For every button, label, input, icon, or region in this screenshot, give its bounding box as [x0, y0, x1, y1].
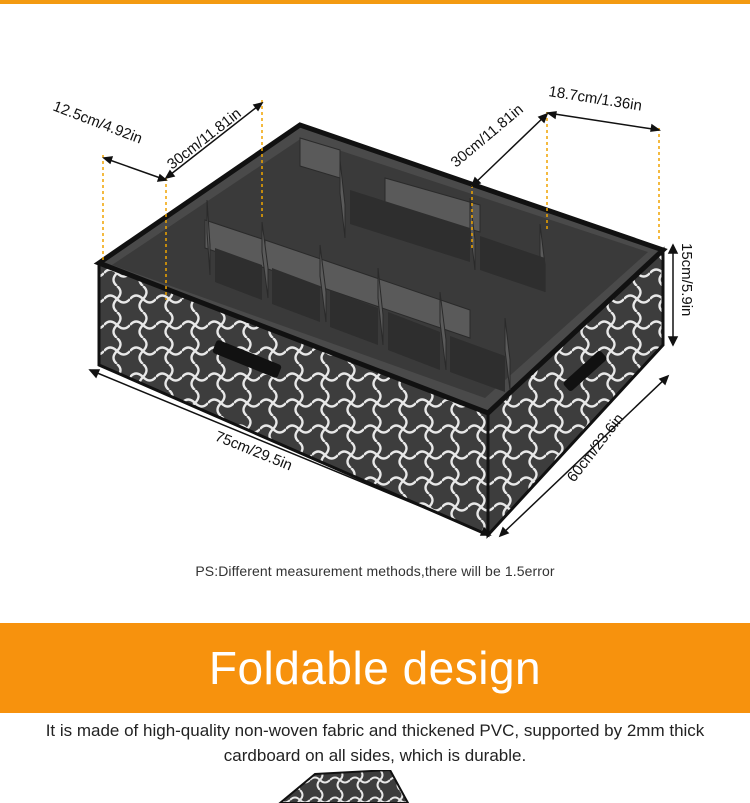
feature-banner: Foldable design — [0, 623, 750, 713]
product-image-organizer: 12.5cm/4.92in 30cm/11.81in 30cm/11.81in … — [51, 83, 695, 539]
front-handle — [212, 340, 282, 378]
dim-left-depth-label: 12.5cm/4.92in — [51, 98, 145, 148]
banner-title: Foldable design — [208, 642, 542, 694]
dim-right-width-label: 30cm/11.81in — [448, 101, 527, 171]
side-handle — [563, 351, 607, 391]
dim-right-depth-label: 18.7cm/1.36in — [547, 83, 643, 115]
dim-height-label: 15cm/5.9in — [678, 243, 695, 316]
measurement-note: PS:Different measurement methods,there w… — [195, 563, 555, 579]
feature-description: It is made of high-quality non-woven fab… — [45, 721, 705, 765]
dim-left-width-label: 30cm/11.81in — [164, 105, 245, 173]
product-image-folded — [278, 770, 410, 803]
top-accent-strip — [0, 0, 750, 4]
